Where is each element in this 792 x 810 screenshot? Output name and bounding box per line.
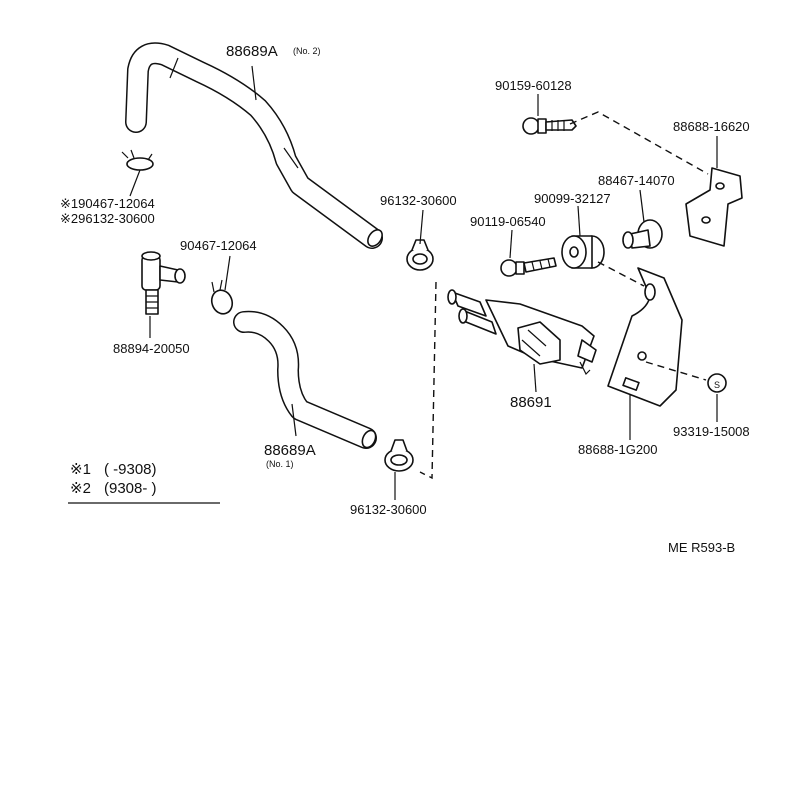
- label-clamp-lower: 96132-30600: [350, 502, 427, 517]
- label-hose-no1-sub: (No. 1): [266, 459, 294, 469]
- label-clip-note2: ※296132-30600: [60, 211, 155, 226]
- leader-lines: [129, 65, 718, 500]
- clip-upper-left: [121, 149, 154, 171]
- bolt: [500, 257, 557, 277]
- legend-row2-text: (9308- ): [104, 480, 157, 497]
- legend-row1-text: ( -9308): [104, 461, 157, 478]
- clamp-upper: [406, 239, 434, 271]
- label-bracket-top: 88688-16620: [673, 119, 750, 134]
- vsv-valve: [447, 289, 597, 376]
- label-bolt: 90119-06540: [470, 214, 546, 229]
- legend-row2-mark: ※2: [70, 480, 91, 497]
- label-valve: 88691: [510, 394, 552, 411]
- nut: S: [707, 373, 727, 393]
- hose-no2: [125, 42, 383, 249]
- label-bracket-bottom: 88688-1G200: [578, 442, 658, 457]
- cushion: [561, 235, 605, 269]
- label-damper: 88467-14070: [598, 173, 675, 188]
- clamp-lower: [384, 439, 414, 472]
- joint-fitting: [141, 251, 186, 315]
- label-screw-top: 90159-60128: [495, 78, 572, 93]
- label-nut: 93319-15008: [673, 424, 750, 439]
- screw-top: [522, 117, 577, 135]
- diagram-id: ME R593-B: [668, 540, 735, 555]
- clip-mid: [210, 279, 234, 315]
- label-hose-no1: 88689A: [264, 442, 316, 459]
- damper: [622, 219, 663, 249]
- label-joint: 88894-20050: [113, 341, 190, 356]
- legend: ※1 ( -9308) ※2 (9308- ): [68, 461, 220, 504]
- label-hose-no2: 88689A: [226, 43, 278, 60]
- label-hose-no2-sub: (No. 2): [293, 46, 321, 56]
- label-cushion: 90099-32127: [534, 191, 611, 206]
- bracket-top: [685, 167, 743, 247]
- label-clip-note1: ※190467-12064: [60, 196, 155, 211]
- label-clamp-upper: 96132-30600: [380, 193, 457, 208]
- label-clip-mid: 90467-12064: [180, 238, 257, 253]
- hose-no1: [233, 310, 377, 449]
- assembly-lines: [419, 111, 709, 480]
- legend-row1-mark: ※1: [70, 461, 91, 478]
- svg-text:S: S: [714, 380, 720, 390]
- bracket-bottom: [607, 267, 683, 407]
